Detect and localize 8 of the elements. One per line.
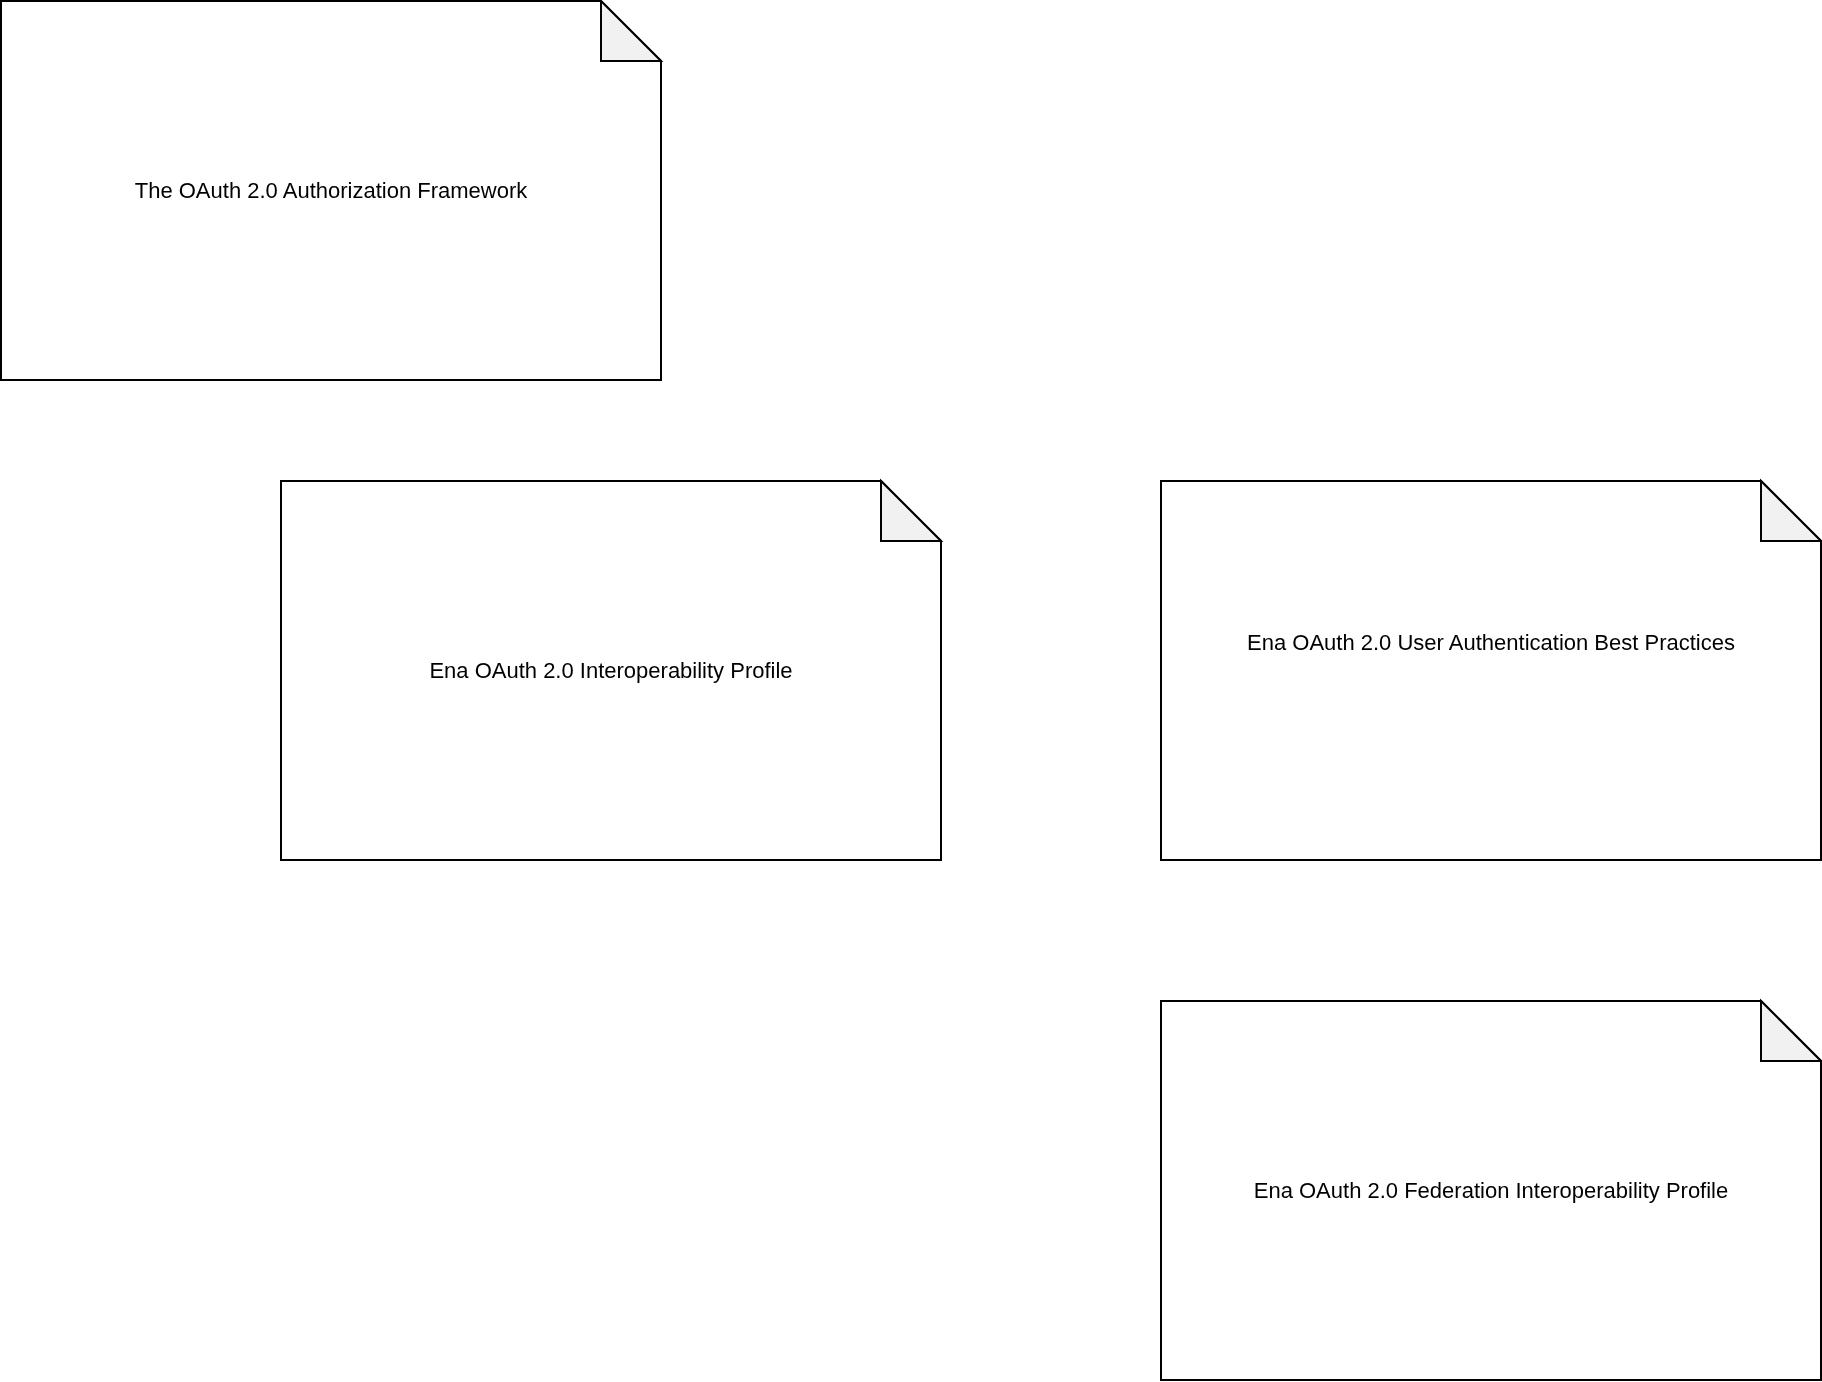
document-title: Ena OAuth 2.0 Federation Interoperability Profile <box>1253 1177 1729 1204</box>
document-shape <box>1161 1001 1821 1380</box>
document-title: Ena OAuth 2.0 User Authentication Best Practices <box>1247 629 1735 656</box>
document-shape <box>281 481 941 860</box>
document-shape <box>1 1 661 380</box>
document-title: The OAuth 2.0 Authorization Framework <box>134 177 528 204</box>
document-title: Ena OAuth 2.0 Interoperability Profile <box>429 657 793 684</box>
document-shape <box>1161 481 1821 860</box>
